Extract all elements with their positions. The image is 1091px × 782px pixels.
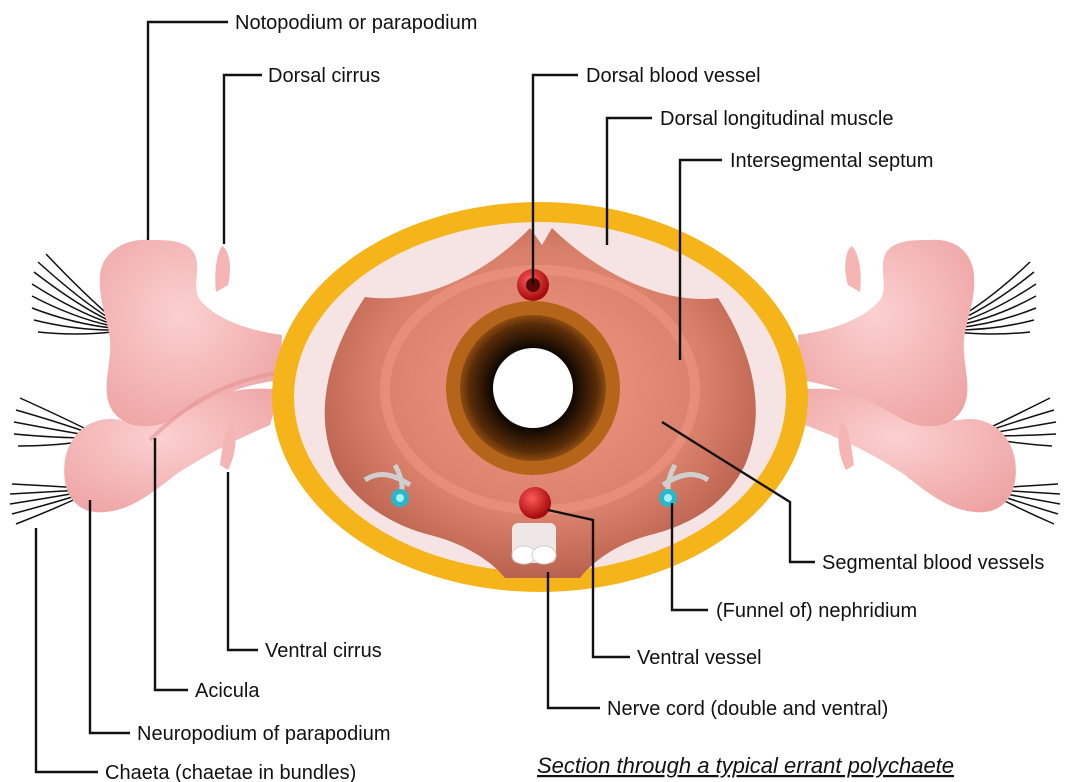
label-ventral-cirrus: Ventral cirrus <box>265 640 382 662</box>
ventral-vessel-shape <box>519 487 551 519</box>
label-dorsal-blood-vessel: Dorsal blood vessel <box>586 65 761 87</box>
right-dorsal-cirrus-shape <box>845 246 860 292</box>
nerve-cord-shape <box>512 523 556 564</box>
label-dorsal-cirrus: Dorsal cirrus <box>268 65 380 87</box>
gut-lumen <box>493 348 573 428</box>
left-chaetae-upper <box>32 254 112 334</box>
label-segmental-blood-vessels: Segmental blood vessels <box>822 552 1044 574</box>
left-parapodium <box>10 240 282 524</box>
label-ventral-vessel: Ventral vessel <box>637 647 762 669</box>
label-neuropodium: Neuropodium of parapodium <box>137 723 391 745</box>
body-section <box>272 202 808 592</box>
label-nephridium: (Funnel of) nephridium <box>716 600 917 622</box>
caption: Section through a typical errant polycha… <box>537 753 954 778</box>
label-dorsal-longitudinal-muscle: Dorsal longitudinal muscle <box>660 108 893 130</box>
label-chaeta: Chaeta (chaetae in bundles) <box>105 762 356 782</box>
left-dorsal-cirrus-shape <box>215 246 230 292</box>
label-acicula: Acicula <box>195 680 260 702</box>
right-parapodium <box>798 240 1060 524</box>
label-intersegmental-septum: Intersegmental septum <box>730 150 933 172</box>
label-nerve-cord: Nerve cord (double and ventral) <box>607 698 888 720</box>
label-notopodium: Notopodium or parapodium <box>235 12 477 34</box>
